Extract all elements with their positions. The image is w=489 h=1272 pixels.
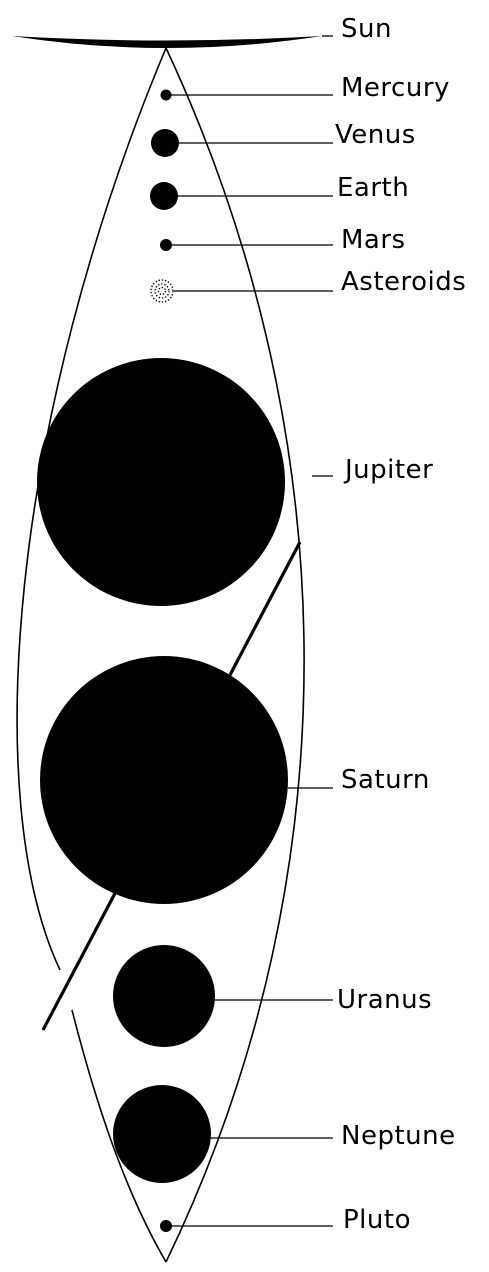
uranus-label: Uranus [337, 985, 432, 1015]
mars-label: Mars [341, 225, 406, 255]
sun-label: Sun [341, 14, 392, 44]
sun-shape [12, 36, 322, 48]
jupiter-label: Jupiter [343, 455, 433, 485]
mars-planet [160, 239, 172, 251]
orbit-lens-outline-right [166, 48, 304, 1262]
asteroids-label: Asteroids [341, 267, 466, 297]
uranus-planet [113, 945, 215, 1047]
neptune-planet [113, 1085, 211, 1183]
saturn-planet [40, 656, 288, 904]
pluto-label: Pluto [343, 1205, 411, 1235]
asteroids-cluster [151, 280, 173, 302]
jupiter-planet [37, 358, 285, 606]
pluto-planet [160, 1220, 172, 1232]
earth-planet [150, 182, 178, 210]
venus-planet [151, 129, 179, 157]
venus-label: Venus [335, 120, 416, 150]
neptune-label: Neptune [341, 1121, 456, 1151]
earth-label: Earth [337, 173, 409, 203]
mercury-label: Mercury [341, 73, 450, 103]
saturn-label: Saturn [341, 765, 430, 795]
mercury-planet [161, 90, 172, 101]
